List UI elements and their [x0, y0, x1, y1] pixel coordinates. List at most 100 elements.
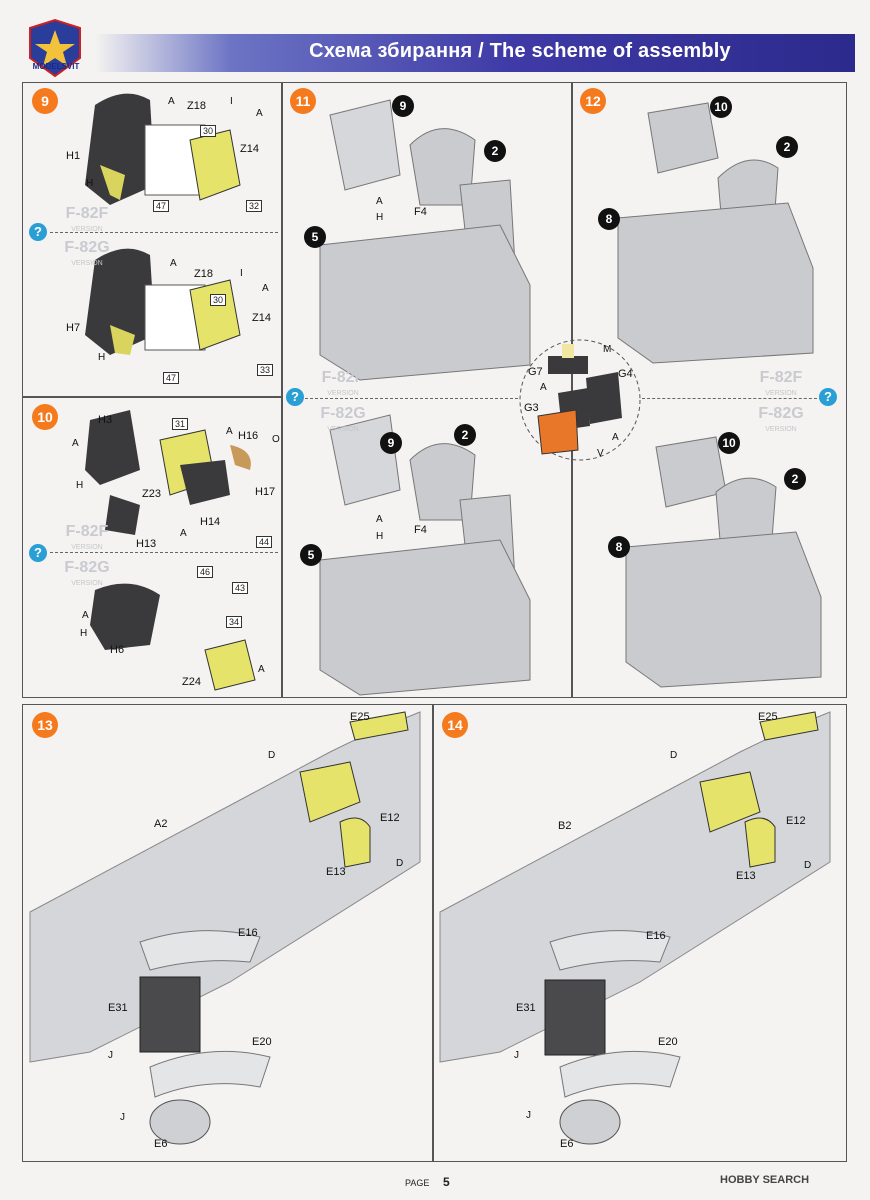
label-e16: E16	[238, 927, 258, 939]
label-e6-14: E6	[560, 1138, 574, 1150]
version-g-label: F-82G	[64, 239, 110, 256]
paint-a-2: A	[256, 108, 263, 119]
version-g-label: F-82G	[320, 405, 366, 422]
decal-32: 32	[246, 200, 263, 212]
label-f4: F4	[414, 206, 427, 218]
paint-m: M	[603, 344, 612, 355]
version-f-label: F-82F	[759, 369, 803, 386]
decal-47-g: 47	[163, 372, 180, 384]
frame-step-14	[432, 704, 847, 1162]
label-b2: B2	[558, 820, 572, 832]
decal-44: 44	[256, 536, 273, 548]
version-f-9: F-82F VERSION	[52, 206, 122, 238]
version-f-label: F-82F	[321, 369, 365, 386]
label-h6: H6	[110, 644, 125, 656]
label-e25-14: E25	[758, 711, 778, 723]
paint-a-10c: A	[180, 528, 187, 539]
version-sub: VERSION	[765, 390, 797, 397]
watermark: HOBBY SEARCH	[720, 1174, 810, 1186]
paint-h-10: H	[76, 480, 84, 491]
step-badge-14: 14	[442, 712, 468, 738]
version-divider-9	[50, 232, 278, 233]
cockpit-tub-drawing-12f	[617, 102, 814, 364]
logo-icon	[29, 18, 81, 78]
label-e20: E20	[252, 1036, 272, 1048]
part-ref-8-g: 8	[608, 536, 630, 558]
version-sub: VERSION	[71, 226, 103, 233]
paint-a-detail2: A	[612, 432, 619, 443]
paint-d-14b: D	[804, 860, 812, 871]
footer-page-label: PAGE	[405, 1178, 430, 1188]
version-g-10: F-82G VERSION	[52, 560, 122, 592]
paint-i-g: I	[240, 268, 243, 279]
version-f-label: F-82F	[65, 205, 109, 222]
instrument-panel-drawing	[85, 93, 241, 355]
version-g-11: F-82G VERSION	[308, 406, 378, 438]
label-a2: A2	[154, 818, 168, 830]
question-icon: ?	[29, 544, 47, 562]
intake-drawing-14	[439, 711, 831, 1145]
paint-i: I	[230, 96, 233, 107]
question-icon: ?	[29, 223, 47, 241]
part-ref-2: 2	[484, 140, 506, 162]
label-z14-g: Z14	[252, 312, 271, 324]
part-ref-2-12: 2	[776, 136, 798, 158]
label-e13-14: E13	[736, 870, 756, 882]
paint-a-10b: A	[226, 426, 233, 437]
label-e6: E6	[154, 1138, 168, 1150]
paint-a-g: A	[170, 258, 177, 269]
version-g-label: F-82G	[64, 559, 110, 576]
frame-step-12	[571, 82, 847, 698]
paint-o-10: O	[272, 434, 280, 445]
step-badge-9: 9	[32, 88, 58, 114]
version-sub: VERSION	[765, 426, 797, 433]
paint-d-13: D	[268, 750, 276, 761]
paint-j-14: J	[514, 1050, 519, 1061]
paint-h-11: H	[376, 212, 384, 223]
paint-a-detail: A	[540, 382, 547, 393]
paint-v: V	[597, 448, 604, 459]
label-h3: H3	[98, 414, 113, 426]
intake-drawing-13	[29, 711, 421, 1145]
frame-step-11	[281, 82, 573, 698]
paint-a-10z: A	[258, 664, 265, 675]
label-h13: H13	[136, 538, 157, 550]
version-g-9: F-82G VERSION	[52, 240, 122, 272]
step-badge-12: 12	[580, 88, 606, 114]
decal-33: 33	[257, 364, 274, 376]
frame-step-9	[22, 82, 283, 398]
version-sub: VERSION	[71, 260, 103, 267]
label-e13: E13	[326, 866, 346, 878]
label-e31: E31	[108, 1002, 128, 1014]
label-g3: G3	[524, 402, 539, 414]
logo-text: MODELSVIT	[32, 62, 80, 71]
paint-j-13b: J	[120, 1112, 125, 1123]
decal-30: 30	[200, 125, 217, 137]
paint-h-11g: H	[376, 531, 384, 542]
footer-page-number: 5	[443, 1175, 450, 1189]
label-g4: G4	[618, 368, 633, 380]
frame-step-10	[22, 396, 283, 698]
label-z24: Z24	[182, 676, 201, 688]
version-sub: VERSION	[71, 544, 103, 551]
cockpit-tub-drawing-12g	[625, 436, 822, 688]
decal-46: 46	[197, 566, 214, 578]
label-h16: H16	[238, 430, 259, 442]
part-ref-2-g: 2	[454, 424, 476, 446]
version-divider-11	[300, 398, 518, 399]
label-e12: E12	[380, 812, 400, 824]
part-ref-2-12g: 2	[784, 468, 806, 490]
version-sub: VERSION	[71, 580, 103, 587]
label-h14: H14	[200, 516, 221, 528]
version-sub: VERSION	[327, 426, 359, 433]
paint-h-10g: H	[80, 628, 88, 639]
label-z18-g: Z18	[194, 268, 213, 280]
label-e20-14: E20	[658, 1036, 678, 1048]
decal-31: 31	[172, 418, 189, 430]
label-z23: Z23	[142, 488, 161, 500]
version-f-label: F-82F	[65, 523, 109, 540]
label-z18: Z18	[187, 100, 206, 112]
part-ref-5-g: 5	[300, 544, 322, 566]
